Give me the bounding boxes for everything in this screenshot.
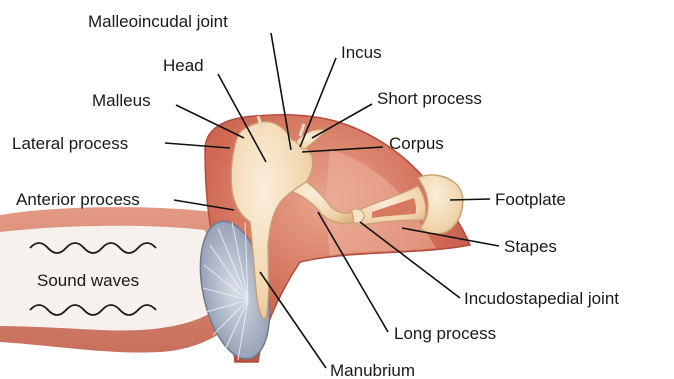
label-head: Head — [163, 56, 204, 75]
leader-footplate — [450, 199, 490, 200]
label-incudostapedial-joint: Incudostapedial joint — [464, 289, 619, 308]
label-stapes: Stapes — [504, 237, 557, 256]
label-malleoincudal-joint: Malleoincudal joint — [88, 12, 228, 31]
label-footplate: Footplate — [495, 190, 566, 209]
label-corpus: Corpus — [389, 134, 444, 153]
label-manubrium: Manubrium — [330, 361, 415, 379]
label-short-process: Short process — [377, 89, 482, 108]
label-lateral-process: Lateral process — [12, 134, 128, 153]
label-incus: Incus — [341, 43, 382, 62]
label-malleus: Malleus — [92, 91, 151, 110]
label-anterior-process: Anterior process — [16, 190, 140, 209]
label-long-process: Long process — [394, 324, 496, 343]
label-sound-waves: Sound waves — [37, 271, 139, 290]
